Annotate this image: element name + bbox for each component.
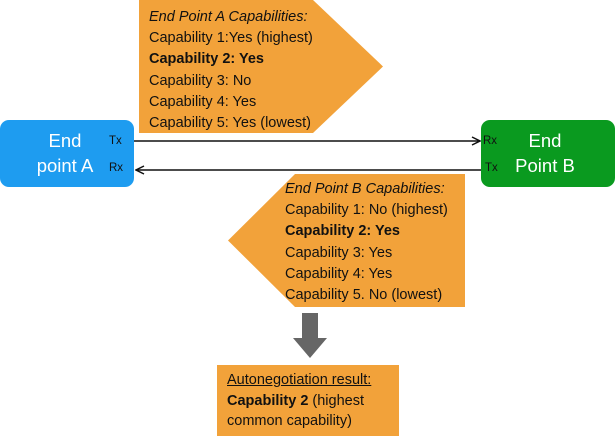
- endpoint-a-node: End point A Tx Rx: [0, 120, 134, 187]
- endpoint-a-capability-4: Capability 4: Yes: [149, 93, 257, 110]
- endpoint-b-capability-3: Capability 3: Yes: [285, 244, 393, 261]
- endpoint-b-name-line1: End: [528, 130, 562, 151]
- endpoint-a-rx-port: Rx: [109, 162, 124, 174]
- endpoint-b-capabilities-text: End Point B Capabilities: Capability 1: …: [285, 179, 448, 306]
- endpoint-b-name-line2: Point B: [515, 155, 575, 176]
- endpoint-a-capability-3: Capability 3: No: [149, 72, 252, 89]
- autonegotiation-result-text: Autonegotiation result: Capability 2 (hi…: [227, 370, 371, 432]
- result-title: Autonegotiation result:: [227, 372, 372, 388]
- result-capability: Capability 2: [227, 392, 309, 409]
- down-arrow-icon: [293, 313, 327, 358]
- endpoint-b-capability-5: Capability 5. No (lowest): [285, 287, 443, 304]
- result-line1: Capability 2 (highest: [227, 391, 371, 412]
- endpoint-b-tx-port: Tx: [485, 162, 498, 174]
- endpoint-a-capability-2: Capability 2: Yes: [149, 51, 264, 68]
- endpoint-a-capabilities-text: End Point A Capabilities: Capability 1:Y…: [149, 7, 313, 134]
- endpoint-a-tx-port: Tx: [109, 135, 122, 147]
- endpoint-a-name: End point A: [30, 128, 100, 178]
- endpoint-a-capability-1: Capability 1:Yes (highest): [149, 30, 313, 47]
- endpoint-b-capability-4: Capability 4: Yes: [285, 265, 393, 282]
- result-line1-rest: (highest: [308, 392, 365, 409]
- endpoint-b-capability-1: Capability 1: No (highest): [285, 202, 448, 219]
- endpoint-b-name: End Point B: [509, 128, 581, 178]
- endpoint-b-capabilities-header: End Point B Capabilities:: [285, 181, 445, 197]
- result-line2: common capability): [227, 413, 352, 429]
- endpoint-a-name-line2: point A: [36, 155, 94, 176]
- endpoint-b-rx-port: Rx: [483, 135, 498, 147]
- endpoint-b-capability-2: Capability 2: Yes: [285, 223, 400, 240]
- autonegotiation-result-box: Autonegotiation result: Capability 2 (hi…: [217, 365, 399, 436]
- endpoint-a-capabilities-header: End Point A Capabilities:: [149, 9, 308, 25]
- endpoint-a-capability-5: Capability 5: Yes (lowest): [149, 115, 311, 132]
- endpoint-b-node: End Point B Rx Tx: [481, 120, 615, 187]
- endpoint-a-name-line1: End: [48, 130, 82, 151]
